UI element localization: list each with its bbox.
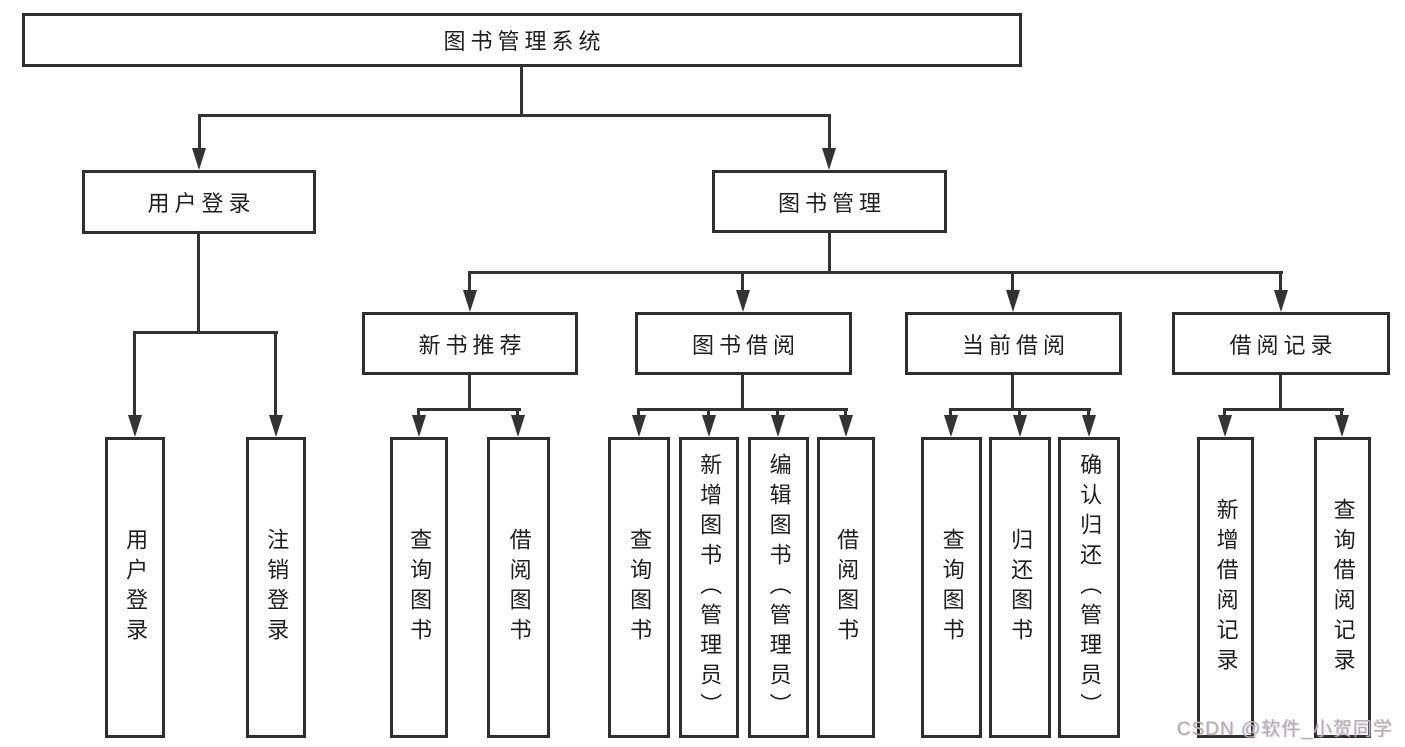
connector-login-drop-1: [133, 331, 136, 417]
arrow-down-icon: [1006, 290, 1020, 312]
connector-bb-drop-1: [637, 408, 640, 417]
leaf-borrow-edit-admin-label: 编辑图书（管理员）: [766, 452, 792, 723]
arrow-down-icon: [1082, 415, 1096, 437]
connector-login-drop-2: [274, 331, 277, 417]
arrow-down-icon: [771, 415, 785, 437]
node-borrow-records: 借阅记录: [1172, 312, 1390, 375]
arrow-down-icon: [412, 415, 426, 437]
leaf-borrow-add-admin: 新增图书（管理员）: [679, 437, 739, 738]
leaf-user-login: 用户登录: [105, 437, 165, 738]
leaf-current-confirm-admin-label: 确认归还（管理员）: [1077, 452, 1103, 723]
leaf-logout-label: 注销登录: [264, 527, 290, 648]
arrow-down-icon: [1013, 415, 1027, 437]
leaf-records-query: 查询借阅记录: [1314, 437, 1371, 738]
arrow-down-icon: [736, 290, 750, 312]
leaf-borrow-query: 查询图书: [608, 437, 670, 738]
connector-cb-drop-3: [1087, 408, 1090, 417]
connector-bb-stem: [741, 375, 744, 411]
connector-mgmt-drop-1: [468, 271, 471, 292]
connector-nb-bar: [417, 408, 521, 411]
node-root: 图书管理系统: [22, 13, 1022, 67]
leaf-current-confirm-admin: 确认归还（管理员）: [1058, 437, 1120, 738]
connector-mgmt-drop-3: [1011, 271, 1014, 292]
arrow-down-icon: [822, 148, 836, 170]
connector-bb-drop-3: [776, 408, 779, 417]
connector-mgmt-drop-2: [741, 271, 744, 292]
node-new-book-recommend-label: 新书推荐: [418, 332, 527, 358]
connector-mgmt-drop-4: [1279, 271, 1282, 292]
leaf-borrow-book: 借阅图书: [817, 437, 875, 738]
connector-br-bar: [1223, 408, 1344, 411]
leaf-newbook-borrow-label: 借阅图书: [506, 527, 532, 648]
connector-nb-drop-2: [516, 408, 519, 417]
arrow-down-icon: [128, 415, 142, 437]
leaf-current-query: 查询图书: [921, 437, 982, 738]
node-current-borrow: 当前借阅: [905, 312, 1122, 375]
node-root-label: 图书管理系统: [443, 29, 606, 54]
connector-root-right-drop: [828, 114, 831, 150]
connector-nb-stem: [468, 375, 471, 411]
connector-br-drop-1: [1223, 408, 1226, 417]
connector-br-drop-2: [1340, 408, 1343, 417]
connector-mgmt-bar: [468, 271, 1283, 274]
arrow-down-icon: [1335, 415, 1349, 437]
leaf-borrow-book-label: 借阅图书: [834, 527, 860, 648]
arrow-down-icon: [511, 415, 525, 437]
leaf-borrow-query-label: 查询图书: [627, 527, 653, 648]
leaf-newbook-query: 查询图书: [390, 437, 448, 738]
arrow-down-icon: [839, 415, 853, 437]
connector-cb-drop-2: [1018, 408, 1021, 417]
connector-bb-bar: [637, 408, 848, 411]
arrow-down-icon: [1274, 290, 1288, 312]
leaf-logout: 注销登录: [246, 437, 306, 738]
arrow-down-icon: [269, 415, 283, 437]
node-book-borrow: 图书借阅: [635, 312, 852, 375]
connector-root-left-drop: [198, 114, 201, 150]
arrow-down-icon: [702, 415, 716, 437]
leaf-current-query-label: 查询图书: [939, 527, 965, 648]
arrow-down-icon: [463, 290, 477, 312]
leaf-borrow-edit-admin: 编辑图书（管理员）: [748, 437, 809, 738]
connector-root-stem: [520, 66, 523, 116]
connector-login-bar: [133, 331, 278, 334]
leaf-user-login-label: 用户登录: [123, 527, 149, 648]
node-user-login: 用户登录: [82, 170, 316, 234]
connector-cb-stem: [1011, 375, 1014, 411]
arrow-down-icon: [632, 415, 646, 437]
leaf-borrow-add-admin-label: 新增图书（管理员）: [697, 452, 723, 723]
leaf-records-add: 新增借阅记录: [1197, 437, 1254, 738]
connector-login-stem: [197, 231, 200, 333]
connector-mgmt-stem: [828, 231, 831, 274]
connector-bb-drop-2: [707, 408, 710, 417]
leaf-records-add-label: 新增借阅记录: [1213, 497, 1239, 678]
leaf-current-return-label: 归还图书: [1008, 527, 1034, 648]
arrow-down-icon: [944, 415, 958, 437]
leaf-newbook-borrow: 借阅图书: [487, 437, 550, 738]
csdn-watermark: CSDN @软件_小贺同学: [1177, 719, 1393, 740]
connector-br-stem: [1279, 375, 1282, 411]
leaf-current-return: 归还图书: [989, 437, 1051, 738]
connector-root-bar: [198, 114, 831, 117]
arrow-down-icon: [192, 148, 206, 170]
leaf-newbook-query-label: 查询图书: [407, 527, 433, 648]
node-book-borrow-label: 图书借阅: [691, 332, 800, 358]
node-current-borrow-label: 当前借阅: [961, 332, 1070, 358]
arrow-down-icon: [1218, 415, 1232, 437]
node-borrow-records-label: 借阅记录: [1229, 332, 1338, 358]
node-user-login-label: 用户登录: [147, 191, 256, 216]
connector-nb-drop-1: [417, 408, 420, 417]
node-book-management-label: 图书管理: [777, 190, 886, 216]
node-new-book-recommend: 新书推荐: [362, 312, 578, 375]
connector-bb-drop-4: [844, 408, 847, 417]
leaf-records-query-label: 查询借阅记录: [1330, 497, 1356, 678]
node-book-management: 图书管理: [712, 170, 947, 233]
connector-cb-drop-1: [949, 408, 952, 417]
